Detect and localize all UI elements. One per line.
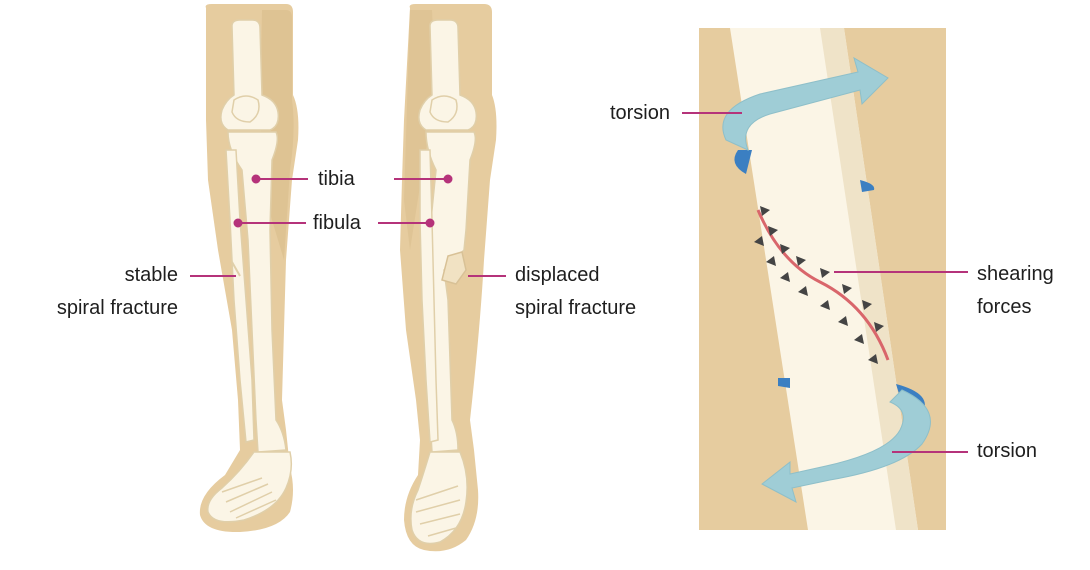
bone-shaft	[730, 28, 918, 530]
right-tibia	[425, 131, 477, 453]
label-tibia: tibia	[318, 168, 355, 190]
label-displaced-line2: spiral fracture	[515, 297, 637, 319]
label-torsion-top: torsion	[609, 102, 670, 124]
label-torsion-bottom: torsion	[977, 440, 1038, 462]
left-fibula	[225, 149, 255, 443]
right-leg	[400, 4, 497, 552]
label-shearing-line2: forces	[977, 296, 1032, 318]
fracture-line	[756, 209, 890, 361]
displaced-fracture-fragment	[441, 251, 467, 285]
label-fibula: fibula	[313, 212, 361, 234]
label-shearing-line1: shearing	[977, 263, 1054, 285]
bottom-torsion-arrow	[761, 389, 931, 503]
label-displaced-line1: displaced	[515, 264, 600, 286]
shearing-force-arrows	[754, 206, 884, 364]
label-stable-line1: stable	[124, 264, 178, 286]
label-stable-line2: spiral fracture	[56, 297, 178, 319]
right-foot-bones	[410, 451, 468, 545]
left-leg	[199, 4, 299, 533]
left-foot-bones	[207, 451, 293, 523]
leader-lines	[190, 174, 506, 277]
top-torsion-arrow	[722, 56, 889, 151]
closeup-leader-lines	[682, 112, 968, 453]
bone-closeup-panel	[699, 28, 946, 530]
